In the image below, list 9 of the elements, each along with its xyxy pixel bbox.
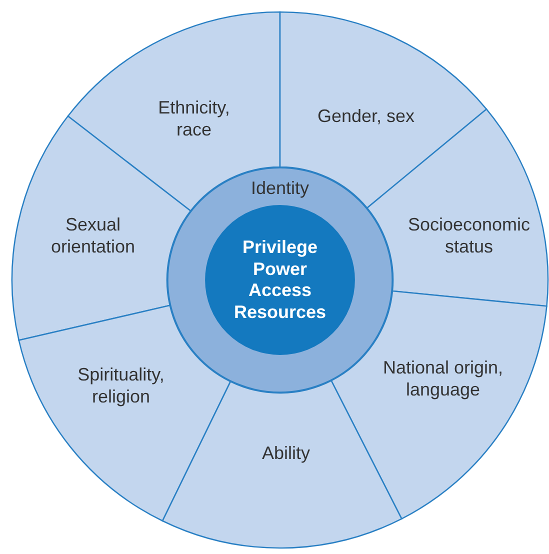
segment-label: Sexual orientation: [50, 214, 136, 258]
segment-label: National origin, language: [382, 357, 504, 401]
segment-label: Ability: [260, 443, 311, 465]
ring-label: Identity: [250, 178, 310, 200]
segment-label: Socioeconomic status: [406, 214, 532, 258]
segment-label: Ethnicity, race: [157, 97, 231, 141]
segment-label: Spirituality, religion: [76, 364, 166, 408]
center-label: Privilege Power Access Resources: [232, 236, 328, 324]
segment-label: Gender, sex: [316, 106, 416, 128]
